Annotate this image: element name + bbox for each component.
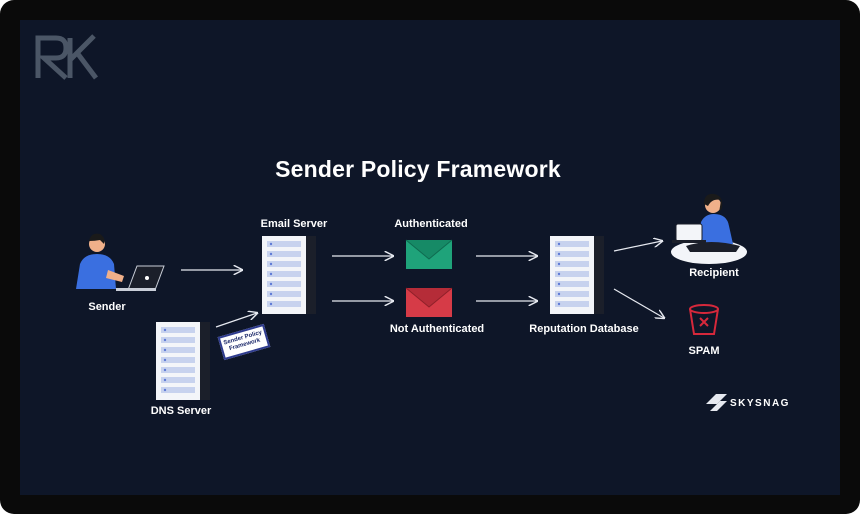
diagram-title: Sender Policy Framework [275,156,561,182]
spam-bin-icon [689,304,719,335]
email-server-icon [262,236,316,314]
arrow-dns-to-email-server [215,313,257,328]
sender-person-icon [76,233,124,289]
not-authenticated-envelope-icon [405,287,453,317]
flow-arrows [181,241,664,328]
reputation-database-label: Reputation Database [529,323,639,335]
email-server-label: Email Server [260,218,328,230]
skysnag-logo-icon [706,394,727,411]
authenticated-envelope-icon [405,239,453,269]
recipient-laptop-icon [672,223,706,243]
spam-label: SPAM [688,345,720,357]
recipient-label: Recipient [689,267,739,279]
dns-server-label: DNS Server [150,405,212,417]
authenticated-label: Authenticated [394,218,468,230]
brand-name: SKYSNAG [730,398,790,409]
sender-label: Sender [88,301,126,313]
recipient-person-icon [671,193,747,264]
arrow-database-to-recipient [613,241,662,252]
arrow-database-to-spam [613,288,664,318]
not-authenticated-label: Not Authenticated [389,323,485,335]
laptop-icon [116,265,165,291]
dns-server-icon [156,322,210,400]
reputation-database-icon [550,236,604,314]
rk-logo [35,34,98,80]
